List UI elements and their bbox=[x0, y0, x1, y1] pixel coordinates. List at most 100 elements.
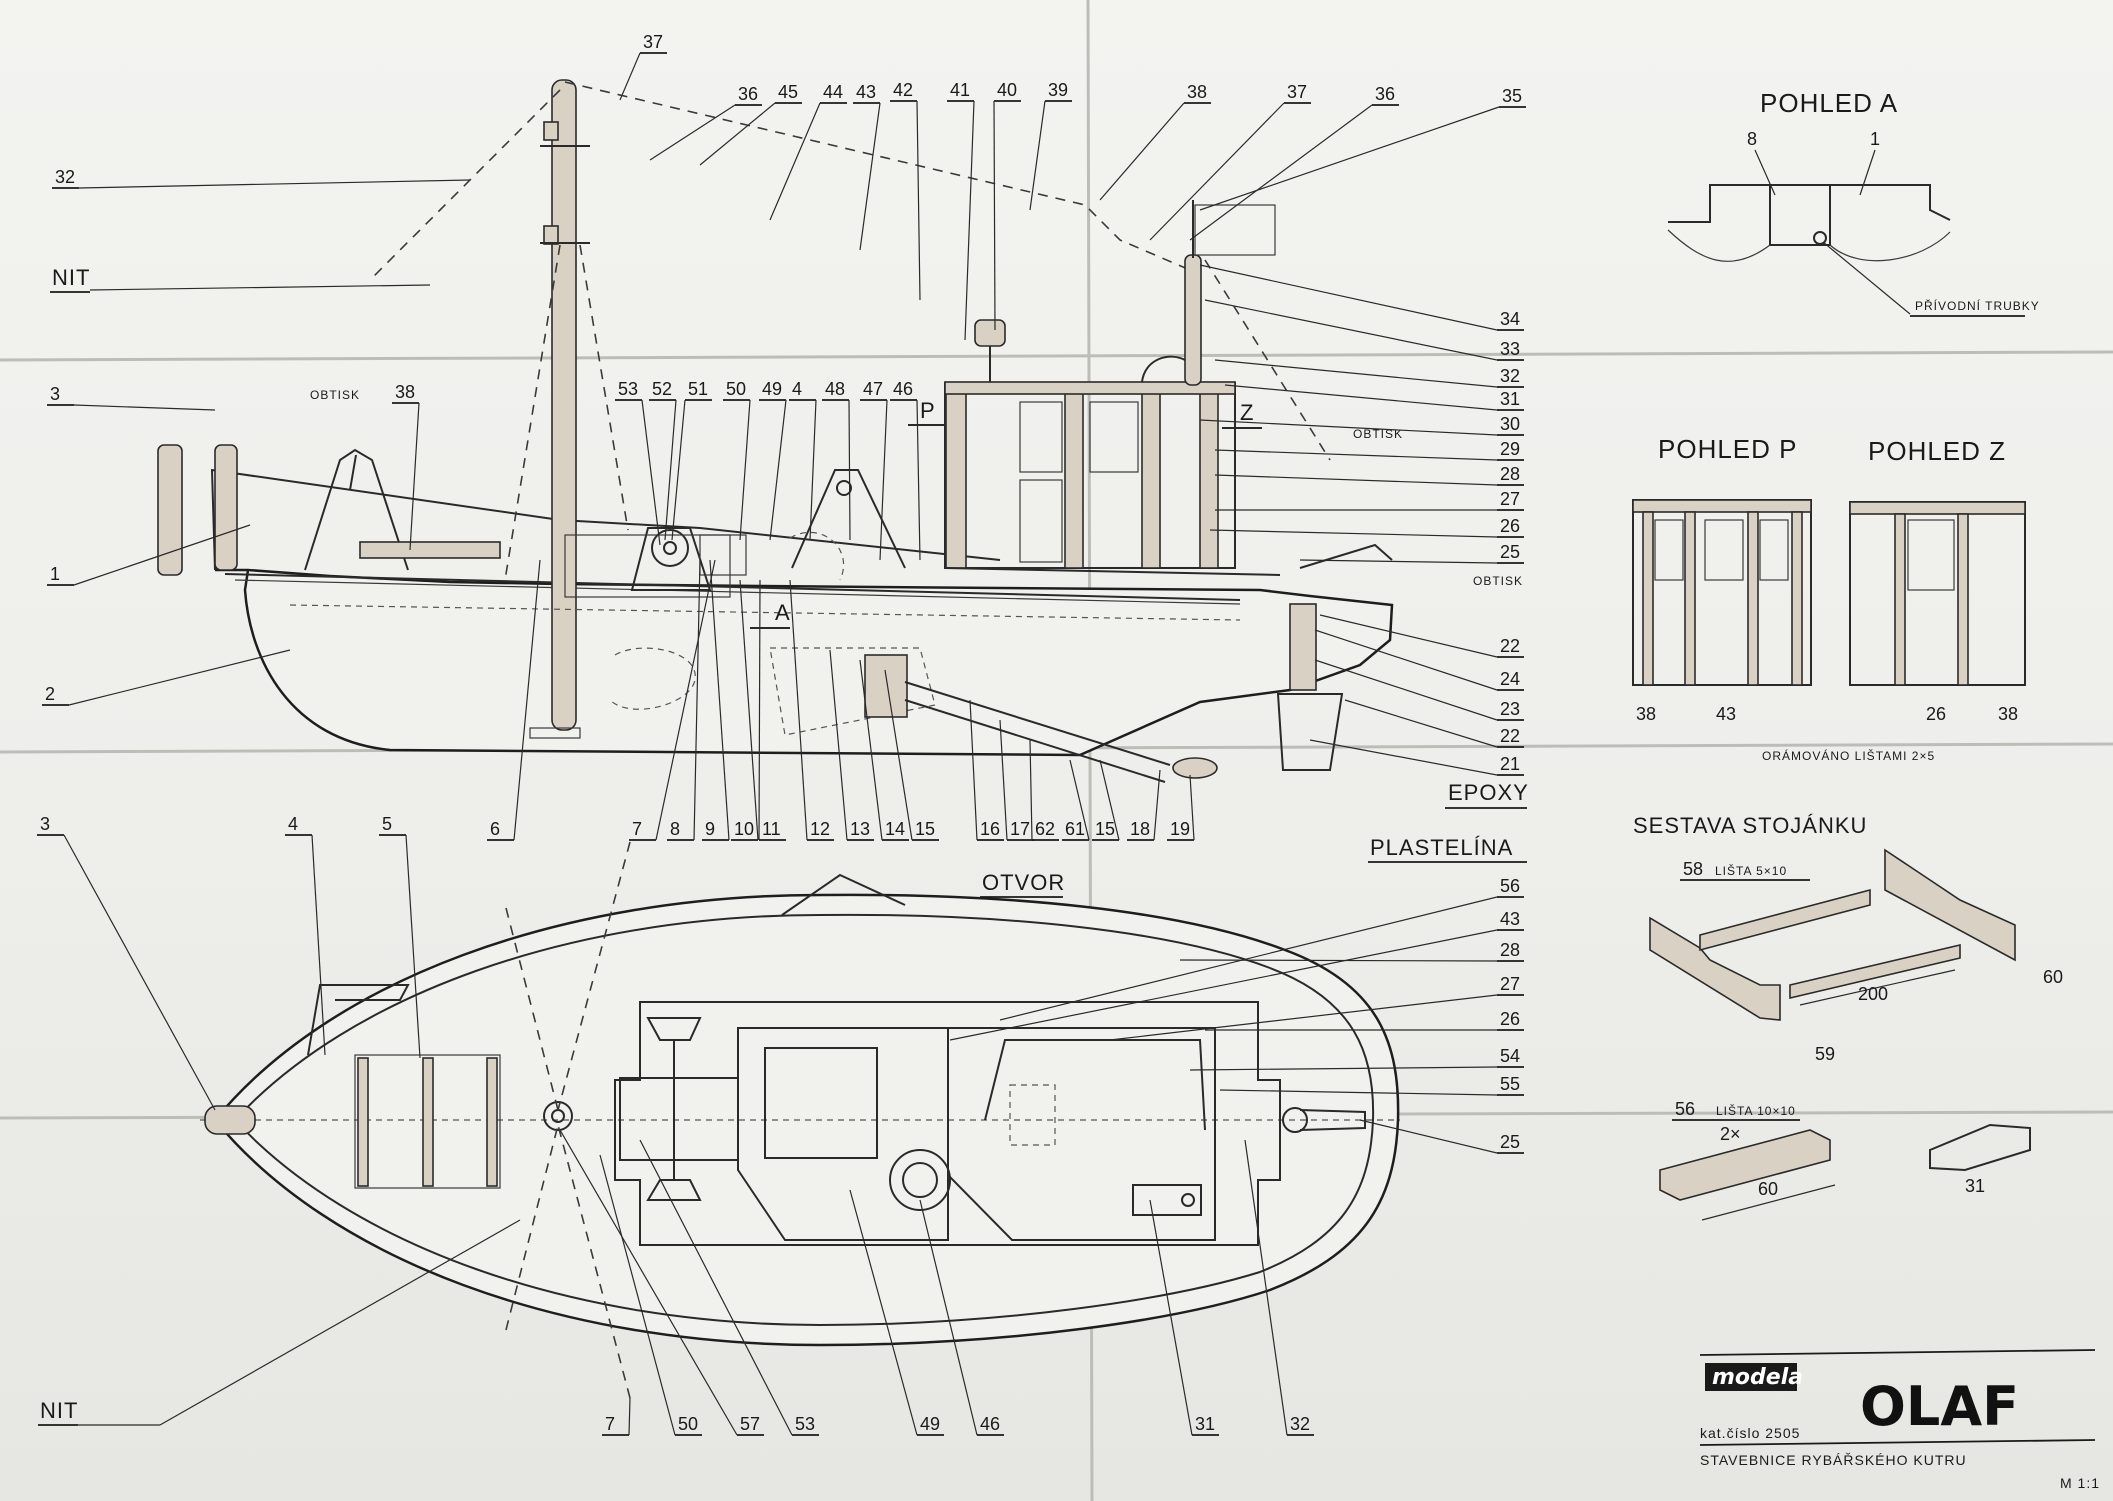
part-number-22: 22 bbox=[1500, 726, 1520, 746]
part-leader-line bbox=[949, 929, 1498, 1041]
view-p-window bbox=[1704, 519, 1744, 581]
mast bbox=[551, 79, 577, 731]
part-number-37: 37 bbox=[643, 32, 663, 52]
part-number-45: 45 bbox=[778, 82, 798, 102]
mid-cradle-ring bbox=[836, 480, 852, 496]
view-p-title: POHLED P bbox=[1658, 434, 1798, 464]
stand-num-31: 31 bbox=[1965, 1176, 1985, 1196]
brand-logo-text: modela bbox=[1712, 1365, 1803, 1390]
winch bbox=[630, 527, 712, 591]
view-p-post bbox=[1642, 511, 1654, 686]
part-leader-line bbox=[513, 559, 541, 841]
stand-lista-56: LIŠTA 10×10 bbox=[1716, 1103, 1796, 1118]
part-number-50: 50 bbox=[678, 1414, 698, 1434]
flag bbox=[1194, 204, 1276, 256]
part-leader-line bbox=[641, 399, 661, 546]
plan-mid-cradle bbox=[781, 873, 906, 916]
part-leader-line bbox=[769, 102, 821, 221]
part-number-26: 26 bbox=[1500, 1009, 1520, 1029]
part-number-53: 53 bbox=[795, 1414, 815, 1434]
part-leader-line bbox=[809, 399, 817, 541]
part-number-4: 4 bbox=[288, 814, 298, 834]
bow-cradle-brace bbox=[349, 454, 357, 491]
leader bbox=[1754, 149, 1776, 196]
plan-hold-hatch bbox=[737, 1027, 949, 1241]
part-number-39: 39 bbox=[1048, 80, 1068, 100]
title-block: modela OLAF kat.číslo 2505 STAVEBNICE RY… bbox=[1699, 1349, 2100, 1491]
part-number-37: 37 bbox=[1287, 82, 1307, 102]
propeller bbox=[1172, 757, 1218, 779]
rigging-shroud bbox=[504, 244, 561, 581]
part-number-21: 21 bbox=[1500, 754, 1520, 774]
part-number-40: 40 bbox=[997, 80, 1017, 100]
title-rule bbox=[1699, 1439, 2096, 1446]
part-number-32: 32 bbox=[1290, 1414, 1310, 1434]
part-leader-line bbox=[1069, 759, 1090, 841]
part-leader-line bbox=[1214, 449, 1498, 461]
part-leader-line bbox=[769, 399, 787, 541]
view-a-pipe bbox=[1813, 231, 1827, 245]
part-leader-line bbox=[1179, 959, 1498, 962]
part-leader-line bbox=[916, 100, 921, 301]
part-leader-line bbox=[848, 399, 851, 541]
part-number-56: 56 bbox=[1500, 876, 1520, 896]
title-rule bbox=[1699, 1349, 2096, 1356]
sheet-scale: M 1:1 bbox=[2060, 1475, 2100, 1491]
leader bbox=[1822, 241, 1911, 315]
label-plastelina: PLASTELÍNA bbox=[1370, 835, 1513, 860]
part-number-57: 57 bbox=[740, 1414, 760, 1434]
label-obtisk-1: OBTISK bbox=[310, 388, 360, 402]
part-number-35: 35 bbox=[1502, 86, 1522, 106]
mast-foot bbox=[529, 727, 581, 739]
part-leader-line bbox=[1189, 104, 1373, 241]
part-leader-line bbox=[1109, 994, 1498, 1041]
part-number-42: 42 bbox=[893, 80, 913, 100]
part-number-38: 38 bbox=[395, 382, 415, 402]
battery-outline bbox=[609, 647, 696, 710]
wheelhouse-base bbox=[944, 567, 1281, 576]
part-number-41: 41 bbox=[950, 80, 970, 100]
part-leader-line bbox=[1199, 419, 1498, 436]
tank-outline bbox=[789, 531, 845, 581]
part-leader-line bbox=[829, 649, 848, 841]
stand-assembly: SESTAVA STOJÁNKU 58 LIŠTA 5×10 200 59 60… bbox=[1633, 813, 2063, 1221]
searchlight bbox=[974, 319, 1006, 347]
part-number-17: 17 bbox=[1010, 819, 1030, 839]
plan-stand-hole bbox=[1181, 1193, 1195, 1207]
wheelhouse-roof bbox=[944, 381, 1236, 395]
stern-rail bbox=[1299, 543, 1393, 569]
plan-wheelhouse bbox=[947, 1027, 1216, 1241]
view-z: POHLED Z 26 38 bbox=[1849, 436, 2026, 724]
rigging-backstay bbox=[1204, 259, 1331, 461]
part-number-46: 46 bbox=[893, 379, 913, 399]
part-leader-line bbox=[964, 100, 975, 341]
side-hull bbox=[215, 568, 1394, 757]
part-leader-line bbox=[628, 1397, 631, 1436]
part-leader-line bbox=[1214, 474, 1498, 486]
plan-bow-post bbox=[204, 1105, 256, 1135]
mid-cradle bbox=[791, 469, 906, 569]
fold-line bbox=[0, 350, 2113, 362]
stand-rail bbox=[1699, 888, 1871, 952]
plan-hatch-slat bbox=[486, 1057, 498, 1187]
part-number-55: 55 bbox=[1500, 1074, 1520, 1094]
part-leader-line bbox=[693, 559, 701, 841]
plan-wheelhouse-frame bbox=[984, 1039, 1206, 1131]
label-otvor: OTVOR bbox=[982, 870, 1065, 895]
part-leader-line bbox=[1319, 614, 1498, 658]
part-leader-line bbox=[919, 1199, 978, 1436]
part-number-13: 13 bbox=[850, 819, 870, 839]
view-p-window bbox=[1654, 519, 1684, 581]
plan-winch-drum bbox=[646, 1017, 702, 1041]
part-number-49: 49 bbox=[920, 1414, 940, 1434]
wheelhouse-window bbox=[1089, 401, 1139, 473]
part-leader-line bbox=[655, 559, 716, 841]
arrow-z: Z bbox=[1240, 400, 1254, 425]
exhaust-stack bbox=[1184, 254, 1202, 386]
part-number-50: 50 bbox=[726, 379, 746, 399]
view-a-block bbox=[1769, 184, 1831, 246]
part-number-36: 36 bbox=[1375, 84, 1395, 104]
part-leader-line bbox=[1099, 759, 1120, 841]
side-hatch bbox=[359, 541, 501, 559]
